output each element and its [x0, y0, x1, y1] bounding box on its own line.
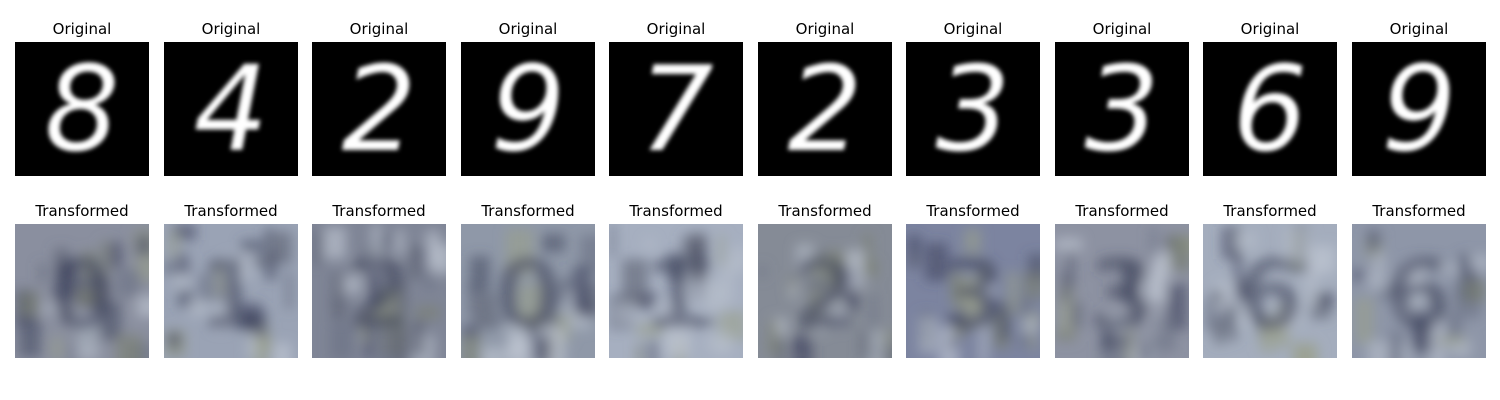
- ghost-digit: 1: [198, 239, 265, 351]
- transformed-image: 6: [1203, 224, 1337, 358]
- transformed-image: 1: [609, 224, 743, 358]
- ghost-digit: 2: [346, 239, 413, 351]
- digit-image: 8: [15, 42, 149, 176]
- digit-image: 7: [609, 42, 743, 176]
- transformed-image: 6: [1352, 224, 1486, 358]
- digit-glyph: 3: [935, 42, 1010, 176]
- transformed-panel: Transformed 2: [758, 202, 892, 358]
- panel-title: Original: [795, 20, 855, 38]
- digit-glyph: 3: [1084, 42, 1159, 176]
- transformed-panel: Transformed 3: [906, 202, 1040, 358]
- digit-glyph: 6: [1232, 42, 1307, 176]
- original-panel: Original 2: [312, 20, 446, 176]
- transformed-image: 1: [164, 224, 298, 358]
- panel-title: Transformed: [481, 202, 575, 220]
- panel-title: Transformed: [1372, 202, 1466, 220]
- transformed-image: 2: [758, 224, 892, 358]
- panel-title: Transformed: [332, 202, 426, 220]
- digit-glyph: 2: [341, 42, 416, 176]
- digit-image: 9: [1352, 42, 1486, 176]
- digit-glyph: 7: [638, 42, 713, 176]
- digit-image: 3: [906, 42, 1040, 176]
- ghost-digit: 0: [495, 239, 562, 351]
- original-panel: Original 9: [1352, 20, 1486, 176]
- digit-image: 4: [164, 42, 298, 176]
- transformed-panel: Transformed 0: [15, 202, 149, 358]
- transformed-panel: Transformed 1: [164, 202, 298, 358]
- panel-title: Transformed: [629, 202, 723, 220]
- original-panel: Original 6: [1203, 20, 1337, 176]
- panel-title: Original: [1389, 20, 1449, 38]
- panel-title: Transformed: [1075, 202, 1169, 220]
- panel-title: Transformed: [35, 202, 129, 220]
- transformed-image: 2: [312, 224, 446, 358]
- original-panel: Original 7: [609, 20, 743, 176]
- transformed-image: 3: [906, 224, 1040, 358]
- original-panel: Original 3: [906, 20, 1040, 176]
- panel-title: Transformed: [926, 202, 1020, 220]
- transformed-panel: Transformed 0: [461, 202, 595, 358]
- panel-title: Transformed: [1223, 202, 1317, 220]
- digit-image: 2: [312, 42, 446, 176]
- digit-glyph: 9: [490, 42, 565, 176]
- ghost-digit: 3: [940, 239, 1007, 351]
- panel-title: Transformed: [778, 202, 872, 220]
- ghost-digit: 2: [792, 239, 859, 351]
- digit-image: 3: [1055, 42, 1189, 176]
- panel-title: Original: [943, 20, 1003, 38]
- digit-glyph: 8: [44, 42, 119, 176]
- original-panel: Original 2: [758, 20, 892, 176]
- panel-title: Original: [1092, 20, 1152, 38]
- ghost-digit: 6: [1237, 239, 1304, 351]
- panel-title: Original: [349, 20, 409, 38]
- panel-title: Original: [201, 20, 261, 38]
- panel-title: Original: [52, 20, 112, 38]
- transformed-image: 0: [461, 224, 595, 358]
- transformed-panel: Transformed 6: [1203, 202, 1337, 358]
- transformed-panel: Transformed 6: [1352, 202, 1486, 358]
- digit-image: 9: [461, 42, 595, 176]
- panel-title: Original: [1240, 20, 1300, 38]
- transformed-image: 3: [1055, 224, 1189, 358]
- digit-glyph: 2: [787, 42, 862, 176]
- original-panel: Original 4: [164, 20, 298, 176]
- digit-image: 2: [758, 42, 892, 176]
- original-panel: Original 8: [15, 20, 149, 176]
- panel-title: Transformed: [184, 202, 278, 220]
- original-panel: Original 9: [461, 20, 595, 176]
- ghost-digit: 1: [643, 239, 710, 351]
- panel-title: Original: [646, 20, 706, 38]
- ghost-digit: 0: [49, 239, 116, 351]
- transformed-panel: Transformed 3: [1055, 202, 1189, 358]
- original-panel: Original 3: [1055, 20, 1189, 176]
- digit-glyph: 9: [1381, 42, 1456, 176]
- digit-image: 6: [1203, 42, 1337, 176]
- ghost-digit: 6: [1386, 239, 1453, 351]
- digit-glyph: 4: [193, 42, 268, 176]
- transformed-image: 0: [15, 224, 149, 358]
- ghost-digit: 3: [1089, 239, 1156, 351]
- panel-title: Original: [498, 20, 558, 38]
- transformed-panel: Transformed 2: [312, 202, 446, 358]
- transformed-panel: Transformed 1: [609, 202, 743, 358]
